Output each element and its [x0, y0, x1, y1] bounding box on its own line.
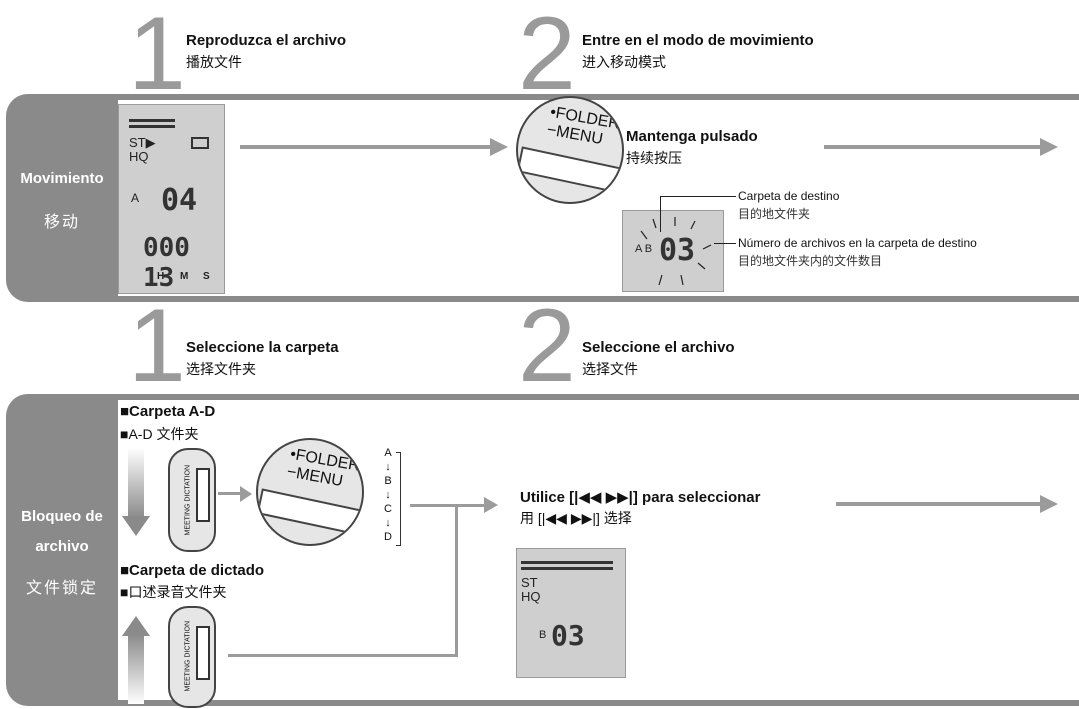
step-2-title: Entre en el modo de movimiento — [582, 32, 814, 49]
section-lock-label-1: Bloqueo de — [21, 508, 103, 525]
folder-menu-button-closeup-2: •FOLDER/ −MENU — [256, 438, 364, 546]
seq-d: D — [384, 531, 392, 543]
destination-folder-label-zh: 目的地文件夹 — [738, 207, 811, 221]
arrow-up-icon — [128, 634, 144, 704]
switch-text-2: MEETING DICTATION — [184, 620, 192, 692]
lcd3-bars — [521, 561, 613, 564]
lcd-file-number: 04 — [161, 183, 198, 218]
folder-ad-heading: ■Carpeta A-D — [120, 403, 216, 420]
arrow-down-head — [122, 516, 150, 536]
use-instruction-zh: 用 [|◀◀ ▶▶|] 选择 — [520, 510, 632, 526]
seq-a: A — [384, 447, 392, 459]
destination-folder-label: Carpeta de destino — [738, 189, 840, 203]
lcd-display-destination: A B 03 — [622, 210, 724, 292]
step-1-subtitle: 播放文件 — [186, 54, 242, 70]
seq-c: C — [384, 503, 392, 515]
connector-to-use-head — [484, 497, 498, 513]
section-lock-label-zh: 文件锁定 — [25, 580, 98, 597]
lcd2-folder: A B — [635, 243, 653, 255]
count-leader-line — [714, 243, 736, 244]
step-2b-number: 2 — [518, 288, 576, 404]
dest-leader-line — [660, 196, 736, 197]
file-count-label: Número de archivos en la carpeta de dest… — [738, 236, 977, 250]
lcd-h: H — [157, 271, 165, 282]
arrow-switch-to-button — [218, 492, 242, 495]
switch-text: MEETING DICTATION — [184, 464, 192, 536]
lcd3-number: 03 — [551, 619, 585, 652]
connector-bottom — [228, 654, 458, 657]
lcd3-folder: B — [539, 629, 547, 641]
lcd-display-playback: ST▶ HQ A 04 000 13 H M S — [118, 104, 225, 294]
hold-instruction-zh: 持续按压 — [626, 150, 682, 166]
arrow-next-2 — [836, 502, 1042, 506]
section-lock-label-2: archivo — [35, 538, 89, 555]
arrow-to-button-head — [490, 138, 508, 156]
section-move-label-zh: 移动 — [43, 214, 80, 231]
arrow-to-button — [240, 145, 492, 149]
step-1-number: 1 — [128, 0, 186, 112]
step-1b-title: Seleccione la carpeta — [186, 339, 339, 356]
arrow-next-2-head — [1040, 495, 1058, 513]
arrow-next-head — [1040, 138, 1058, 156]
connector-vertical — [455, 504, 458, 656]
folder-menu-button-closeup: •FOLDER/ −MENU — [516, 96, 624, 204]
arrow-up-head — [122, 616, 150, 636]
battery-icon — [191, 137, 209, 149]
lcd3-st: ST — [521, 575, 538, 590]
step-1b-subtitle: 选择文件夹 — [186, 361, 256, 377]
mode-switch-meeting: MEETING DICTATION — [168, 448, 216, 552]
seq-arrow-1: ↓ — [385, 461, 391, 473]
seq-b: B — [384, 475, 392, 487]
hold-instruction: Mantenga pulsado — [626, 128, 758, 145]
step-1b-number: 1 — [128, 288, 186, 404]
connector-to-use — [456, 504, 486, 507]
connector-top — [410, 504, 456, 507]
step-2b-subtitle: 选择文件 — [582, 361, 638, 377]
lcd3-hq: HQ — [521, 589, 541, 604]
lcd-s: S — [203, 271, 210, 282]
folder-sequence: A ↓ B ↓ C ↓ D — [378, 446, 398, 544]
arrow-down-icon — [128, 448, 144, 518]
lcd-bars — [129, 119, 175, 122]
dictation-heading-zh: ■口述录音文件夹 — [120, 584, 227, 600]
lcd-time: 000 13 — [143, 233, 190, 293]
arrow-switch-to-button-head — [240, 486, 252, 502]
step-2b-title: Seleccione el archivo — [582, 339, 735, 356]
seq-arrow-3: ↓ — [385, 517, 391, 529]
file-count-label-zh: 目的地文件夹内的文件数目 — [738, 254, 883, 268]
lcd-display-file: ST HQ B 03 — [516, 548, 626, 678]
lcd-m: M — [180, 271, 189, 282]
seq-arrow-2: ↓ — [385, 489, 391, 501]
lcd-mode-st: ST▶ — [129, 135, 156, 150]
step-2-subtitle: 进入移动模式 — [582, 54, 666, 70]
lcd-mode-hq: HQ — [129, 149, 149, 164]
step-1-title: Reproduzca el archivo — [186, 32, 347, 49]
sequence-bracket — [396, 452, 401, 546]
section-move-label: Movimiento — [20, 170, 104, 187]
mode-switch-dictation: MEETING DICTATION — [168, 606, 216, 708]
blink-rays — [640, 217, 712, 286]
dest-leader-vert — [660, 196, 661, 232]
dictation-heading: ■Carpeta de dictado — [120, 562, 265, 579]
lcd2-number: 03 — [659, 233, 696, 268]
use-instruction: Utilice [|◀◀ ▶▶|] para seleccionar — [520, 489, 761, 506]
arrow-next — [824, 145, 1042, 149]
step-2-number: 2 — [518, 0, 576, 112]
folder-ad-heading-zh: ■A-D 文件夹 — [120, 426, 199, 442]
lcd-folder: A — [131, 191, 140, 205]
